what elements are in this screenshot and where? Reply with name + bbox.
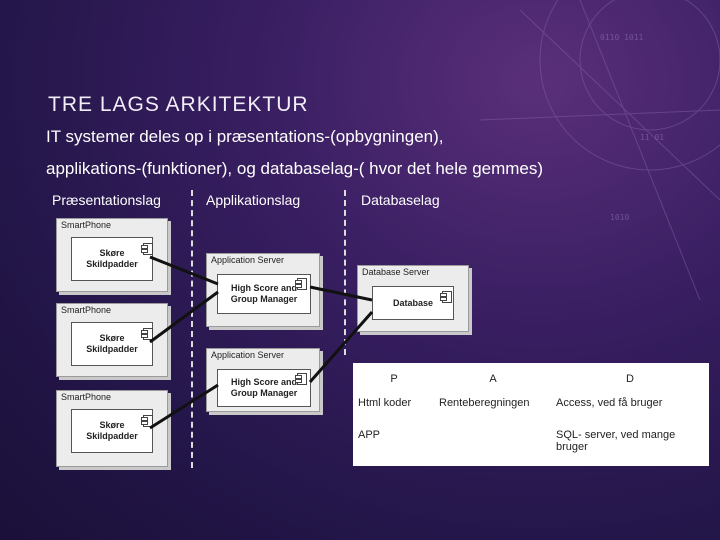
component-skore-skildpadder: Skøre Skildpadder bbox=[71, 237, 153, 281]
table-cell: Access, ved få bruger bbox=[551, 393, 709, 426]
smartphone-node: SmartPhone Skøre Skildpadder bbox=[56, 390, 168, 467]
component-icon bbox=[141, 415, 153, 427]
background-decoration: 0110 1011 11 01 1010 bbox=[479, 0, 720, 301]
component-icon bbox=[141, 328, 153, 340]
table-header-p: P bbox=[353, 363, 435, 394]
intro-line-1: IT systemer deles op i præsentations-(op… bbox=[46, 127, 444, 146]
application-server-node: Application Server High Score and Group … bbox=[206, 253, 320, 327]
component-icon bbox=[141, 243, 153, 255]
connector-line bbox=[149, 290, 219, 344]
node-label: Application Server bbox=[211, 255, 285, 265]
connector-line bbox=[308, 311, 374, 383]
svg-text:0110 1011: 0110 1011 bbox=[600, 33, 644, 42]
table-header-d: D bbox=[551, 363, 709, 394]
smartphone-node: SmartPhone Skøre Skildpadder bbox=[56, 218, 168, 292]
column-label-presentation: Præsentationslag bbox=[52, 192, 161, 208]
column-label-database: Databaselag bbox=[361, 192, 440, 208]
svg-text:1010: 1010 bbox=[610, 213, 629, 222]
layer-divider-2 bbox=[344, 190, 346, 355]
table-cell: APP bbox=[353, 425, 435, 466]
slide-title: TRE LAGS ARKITEKTUR bbox=[48, 93, 309, 116]
component-skore-skildpadder: Skøre Skildpadder bbox=[71, 409, 153, 453]
application-server-node: Application Server High Score and Group … bbox=[206, 348, 320, 412]
table-cell: SQL- server, ved mange bruger bbox=[551, 425, 709, 466]
node-label: SmartPhone bbox=[61, 220, 112, 230]
table-cell: Html koder bbox=[353, 393, 435, 426]
connector-line bbox=[309, 285, 373, 302]
svg-text:11 01: 11 01 bbox=[640, 133, 664, 142]
node-label: SmartPhone bbox=[61, 392, 112, 402]
table-header-a: A bbox=[434, 363, 552, 394]
component-icon bbox=[295, 373, 307, 385]
node-label: SmartPhone bbox=[61, 305, 112, 315]
component-database: Database bbox=[372, 286, 454, 320]
component-icon bbox=[440, 291, 452, 303]
table-cell: Renteberegningen bbox=[434, 393, 552, 426]
connector-line bbox=[149, 255, 219, 286]
column-label-application: Applikationslag bbox=[206, 192, 301, 208]
database-server-node: Database Server Database bbox=[357, 265, 469, 332]
node-label: Database Server bbox=[362, 267, 430, 277]
smartphone-node: SmartPhone Skøre Skildpadder bbox=[56, 303, 168, 377]
layer-divider-1 bbox=[191, 190, 193, 468]
intro-line-2: applikations-(funktioner), og databasela… bbox=[46, 159, 544, 178]
table-cell bbox=[434, 425, 552, 466]
component-skore-skildpadder: Skøre Skildpadder bbox=[71, 322, 153, 366]
connector-line bbox=[149, 383, 219, 430]
node-label: Application Server bbox=[211, 350, 285, 360]
component-icon bbox=[295, 278, 307, 290]
layer-table: P A D Html koder Renteberegningen Access… bbox=[353, 363, 709, 466]
